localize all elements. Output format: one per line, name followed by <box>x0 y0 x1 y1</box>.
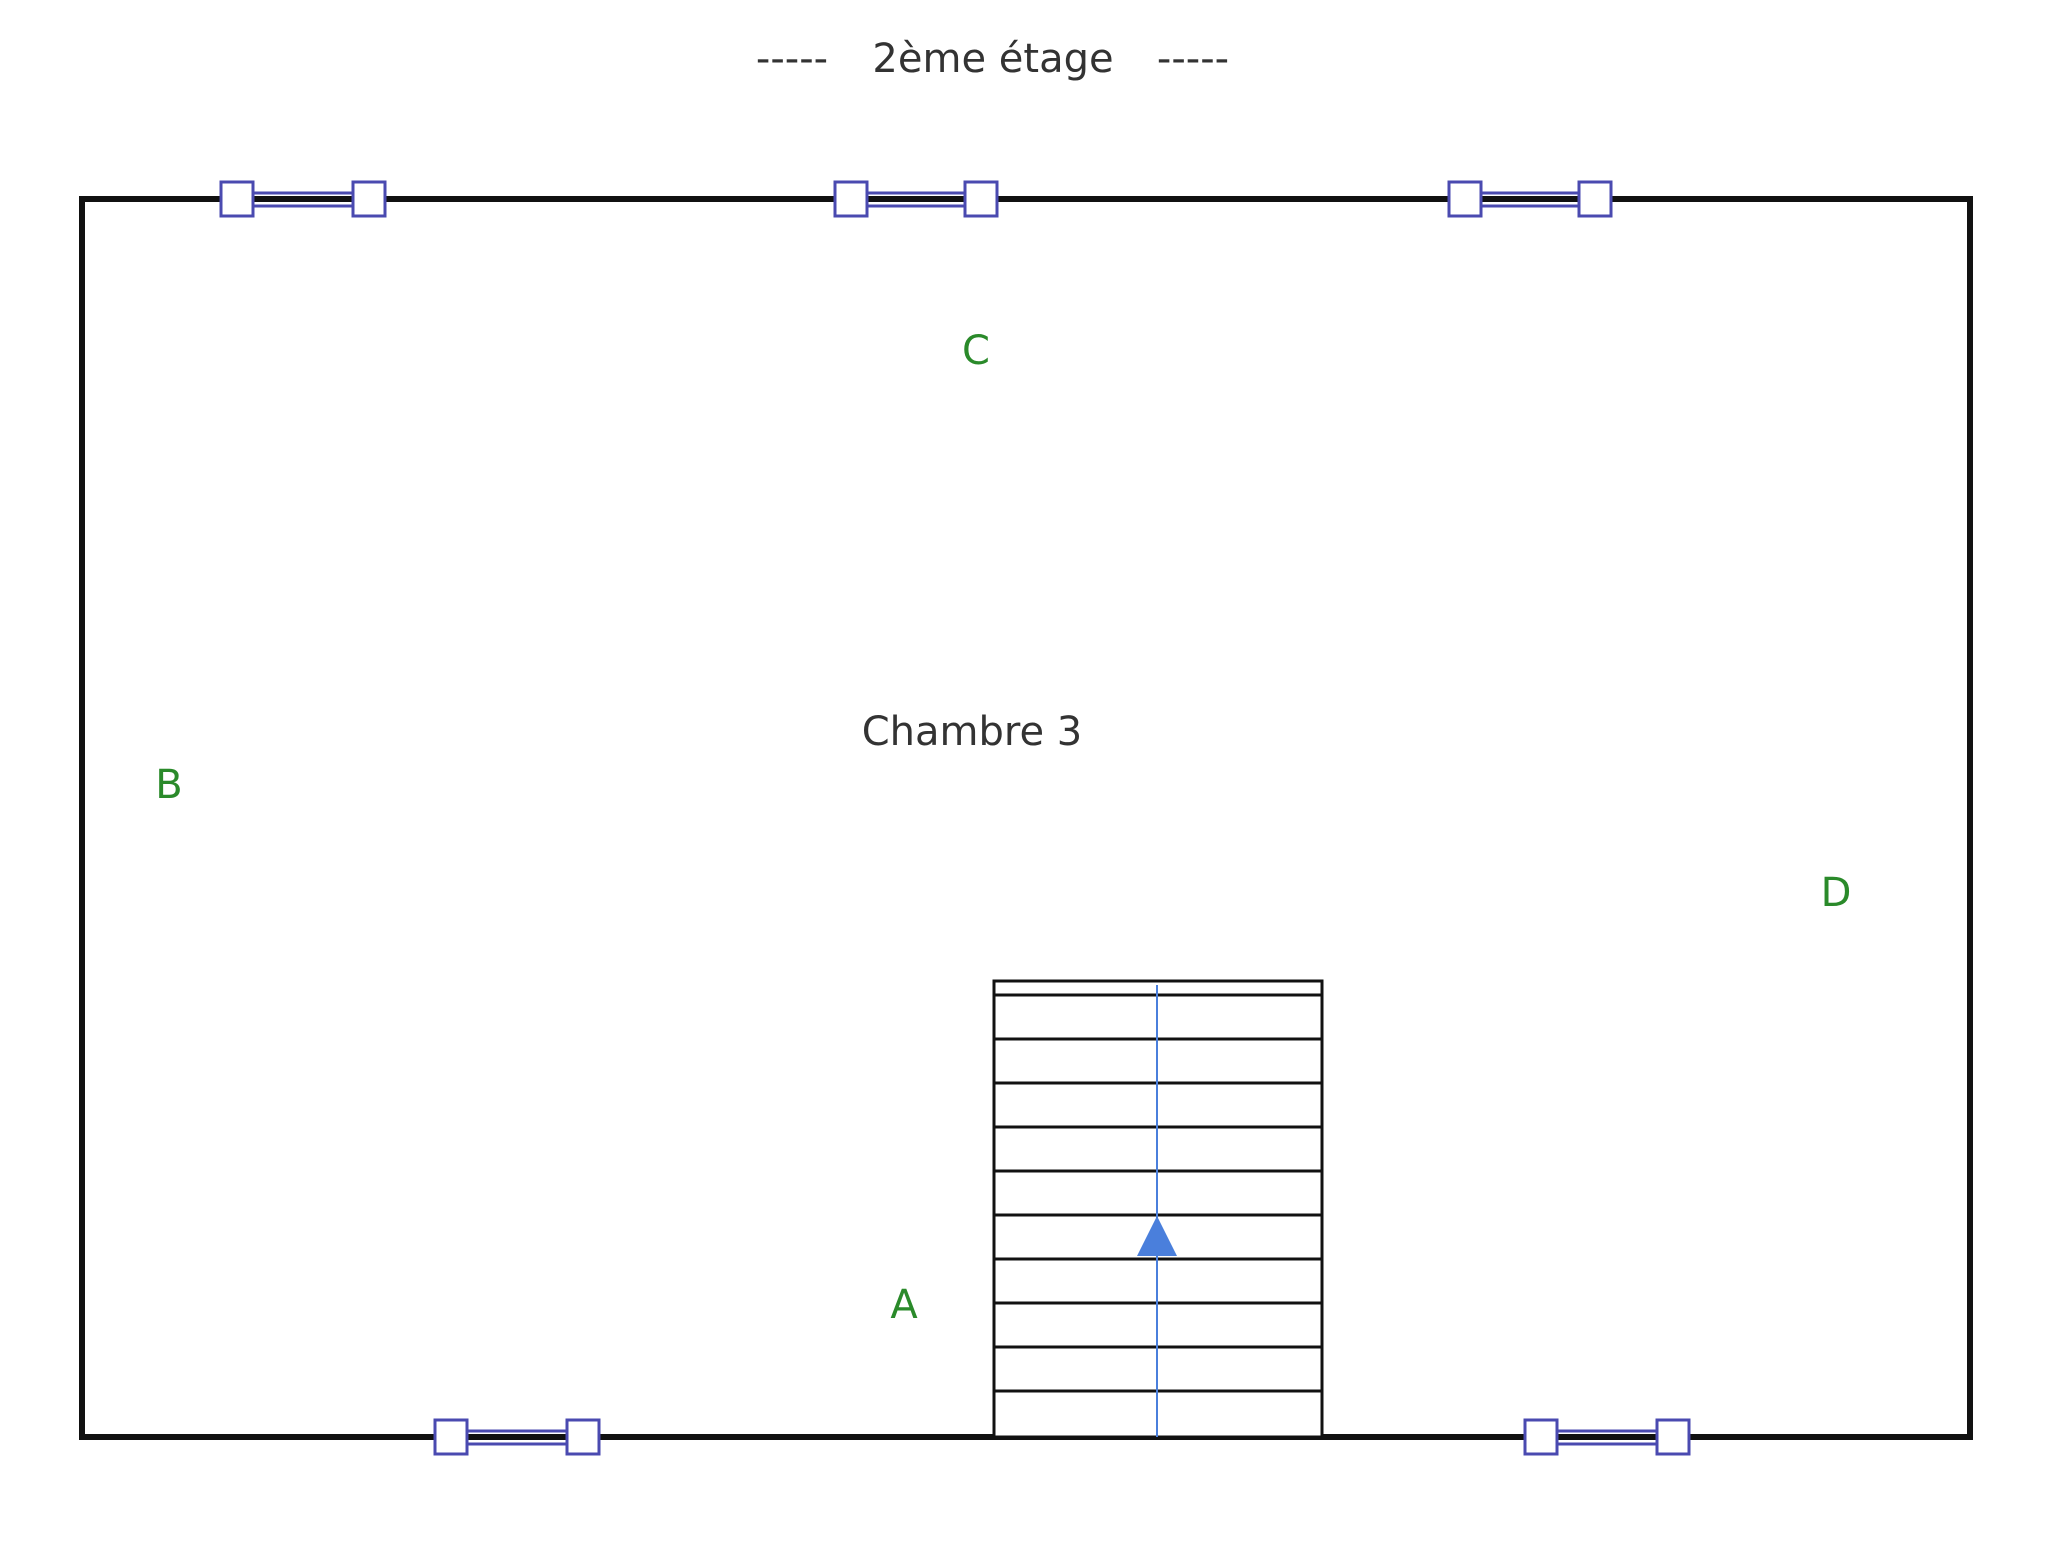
window-handle-icon <box>1655 1418 1691 1456</box>
window-top-2[interactable] <box>833 180 999 218</box>
room-name: Chambre 3 <box>862 709 1083 755</box>
window-handle-icon <box>833 180 869 218</box>
window-handle-icon <box>1577 180 1613 218</box>
floor-title: 2ème étage <box>872 36 1113 82</box>
window-bottom-2[interactable] <box>1523 1418 1691 1456</box>
floor-title-dashes-right: ----- <box>1157 36 1229 82</box>
window-handle-icon <box>565 1418 601 1456</box>
window-top-3[interactable] <box>1447 180 1613 218</box>
wall-label-c: C <box>962 328 990 374</box>
staircase[interactable] <box>992 979 1324 1439</box>
wall-label-d: D <box>1821 870 1852 916</box>
window-handle-icon <box>351 180 387 218</box>
up-arrow-icon <box>1137 1216 1177 1256</box>
wall-label-b: B <box>155 762 182 808</box>
window-bottom-1[interactable] <box>433 1418 601 1456</box>
floor-title-dashes-left: ----- <box>756 36 828 82</box>
wall-label-a: A <box>890 1282 918 1328</box>
window-handle-icon <box>1523 1418 1559 1456</box>
window-top-1[interactable] <box>219 180 387 218</box>
window-handle-icon <box>963 180 999 218</box>
window-handle-icon <box>219 180 255 218</box>
window-handle-icon <box>1447 180 1483 218</box>
window-handle-icon <box>433 1418 469 1456</box>
